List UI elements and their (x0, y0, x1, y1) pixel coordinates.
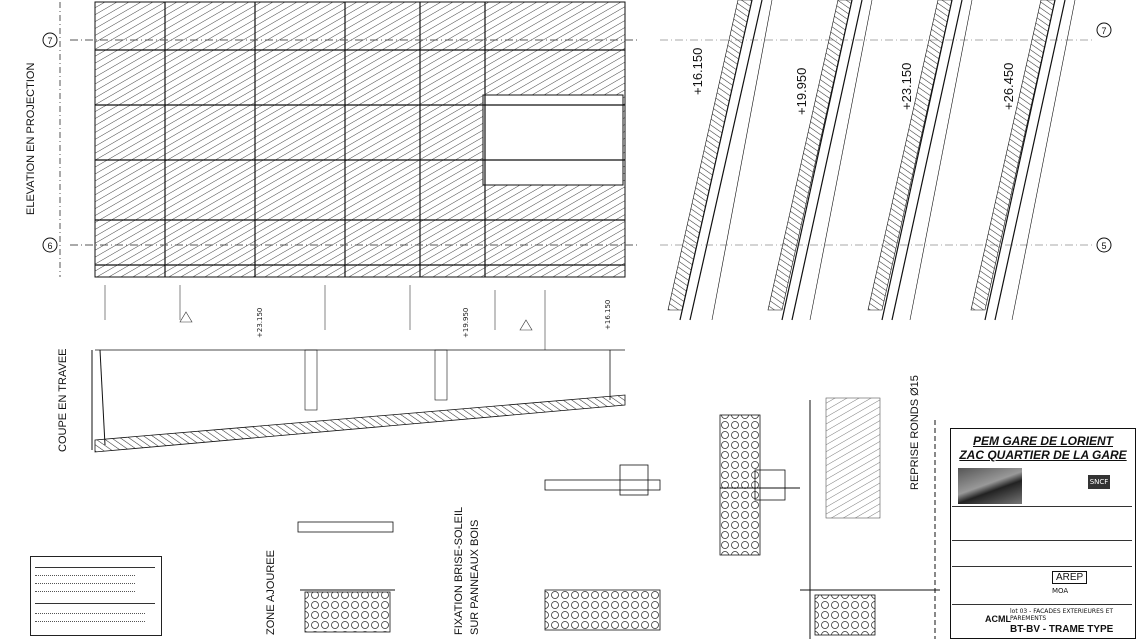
grid-marker-7: 7 (42, 32, 58, 48)
acml-logo: ACML (985, 614, 1011, 624)
level-26450: +26.450 (1001, 63, 1016, 110)
elevation-view (59, 1, 640, 278)
title-divider-2 (952, 540, 1132, 541)
small-level-23150: +23.150 (256, 308, 264, 338)
level-16150: +16.150 (690, 48, 705, 95)
project-line-1: PEM GARE DE LORIENT (972, 434, 1113, 448)
label-coupe: COUPE EN TRAVEE (57, 348, 69, 452)
label-fixation-1: FIXATION BRISE-SOLEIL (453, 507, 465, 635)
svg-text:5: 5 (1101, 241, 1106, 251)
lot-label: lot 03 - FACADES EXTERIEURES ET PAREMENT… (1010, 608, 1114, 622)
svg-text:6: 6 (47, 241, 52, 251)
sncf-logo: SNCF (1088, 475, 1110, 489)
title-block (950, 428, 1136, 639)
label-zone: ZONE AJOUREE (265, 550, 277, 635)
detail-views (297, 397, 940, 639)
grid-marker-6: 6 (42, 237, 58, 253)
coupe-travee-view (91, 349, 626, 453)
label-elevation: ELEVATION EN PROJECTION (25, 63, 37, 215)
level-23150: +23.150 (899, 63, 914, 110)
label-fixation-2: SUR PANNEAUX BOIS (469, 520, 481, 635)
project-photo (958, 468, 1022, 504)
project-line-2: ZAC QUARTIER DE LA GARE (959, 448, 1127, 462)
legend-box (30, 556, 162, 636)
small-level-16150: +16.150 (604, 300, 612, 330)
grid-marker-5-right: 5 (1096, 237, 1112, 253)
title-divider-1 (952, 506, 1132, 507)
svg-text:7: 7 (47, 36, 52, 46)
label-reprise: REPRISE RONDS Ø15 (909, 375, 921, 490)
title-divider-4 (952, 604, 1132, 605)
arep-logo: AREP (1052, 571, 1088, 584)
title-divider-3 (952, 566, 1132, 567)
diagonal-sections (660, 0, 1095, 321)
small-level-19950: +19.950 (462, 308, 470, 338)
level-19950: +19.950 (794, 68, 809, 115)
plan-title: BT-BV - TRAME TYPE (1010, 624, 1114, 635)
project-title: PEM GARE DE LORIENT ZAC QUARTIER DE LA G… (955, 434, 1131, 462)
elevation-callouts (104, 285, 546, 350)
moa-label: MOA (1052, 587, 1069, 595)
grid-marker-7-right: 7 (1096, 22, 1112, 38)
svg-text:7: 7 (1101, 26, 1106, 36)
